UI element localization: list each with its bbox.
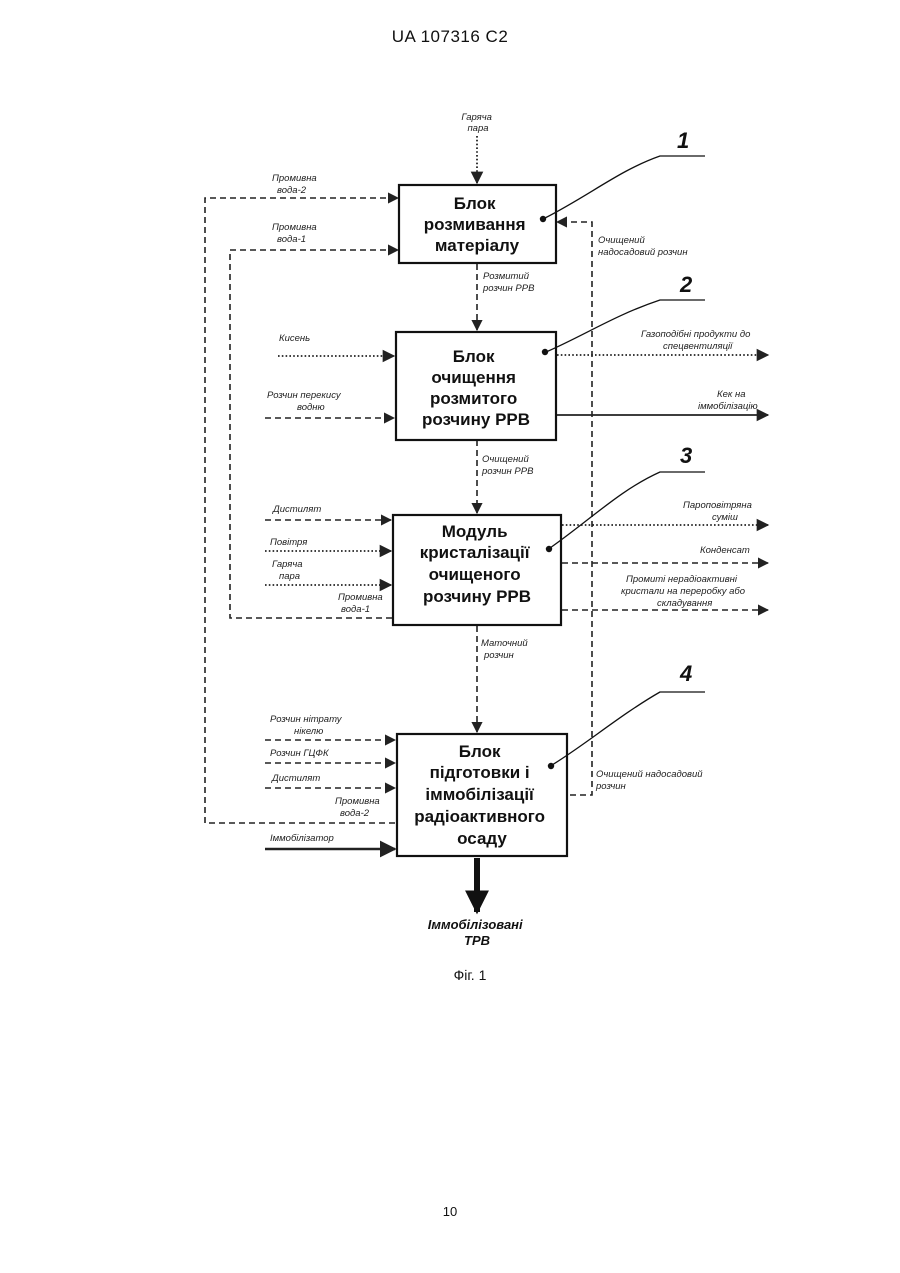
label-cake: Кек на іммобілізацію (698, 389, 758, 412)
label-wash-water-2-top: Промивна вода-2 (272, 173, 319, 196)
label-purified-supernatant-bottom: Очищений надосадовий розчин (595, 769, 705, 792)
label-air: Повітря (270, 537, 307, 548)
wash-water-1-loop (230, 250, 398, 618)
label-vapor-air: Пароповітряна суміш (683, 500, 755, 523)
label-washed-solution: Розмитий розчин РРВ (482, 271, 535, 294)
label-distillate-4: Дистилят (271, 773, 320, 784)
label-distillate-3: Дистилят (272, 504, 321, 515)
output-label: Іммобілізовані ТРВ (428, 917, 527, 948)
figure-caption: Фіг. 1 (454, 967, 487, 983)
label-wash-water-1-out: Промивна вода-1 (338, 592, 385, 615)
label-purified-solution: Очищений розчин РРВ (481, 454, 534, 477)
label-mother-liquor: Маточний розчин (481, 638, 530, 661)
ref-number-2: 2 (679, 272, 693, 297)
ref-leader-3 (550, 472, 705, 548)
block-1: Блок розмивання матеріалу (399, 185, 556, 263)
label-immobilizer: Іммобілізатор (270, 833, 334, 844)
label-hot-steam-3: Гаряча пара (272, 559, 305, 582)
label-nickel-nitrate: Розчин нітрату нікелю (270, 714, 344, 737)
reference-markers: 1 2 3 4 (540, 128, 705, 769)
label-peroxide: Розчин перекису водню (267, 390, 343, 413)
ref-dot-2 (542, 349, 548, 355)
ref-number-1: 1 (677, 128, 689, 153)
ref-dot-1 (540, 216, 546, 222)
block-4: Блок підготовки і іммобілізації радіоакт… (397, 734, 567, 856)
page-number: 10 (0, 1204, 900, 1219)
ref-leader-4 (552, 692, 705, 765)
ref-dot-4 (548, 763, 554, 769)
ref-number-3: 3 (680, 443, 692, 468)
label-purified-supernatant-top: Очищений надосадовий розчин (598, 235, 688, 258)
ref-dot-3 (546, 546, 552, 552)
label-gcfk: Розчин ГЦФК (270, 748, 330, 759)
label-hot-steam-top: Гаряча пара (461, 112, 494, 134)
supernatant-return-loop (557, 222, 592, 795)
ref-number-4: 4 (679, 661, 692, 686)
label-wash-water-2-out: Промивна вода-2 (335, 796, 382, 819)
ref-leader-1 (545, 156, 705, 218)
label-gas-products: Газоподібні продукти до спецвентиляції (641, 329, 753, 352)
label-wash-water-1-top: Промивна вода-1 (272, 222, 319, 245)
label-washed-crystals: Промиті нерадіоактивні кристали на перер… (621, 574, 748, 609)
label-oxygen: Кисень (279, 333, 310, 344)
block-2: Блок очищення розмитого розчину РРВ (396, 332, 556, 440)
block-3: Модуль кристалізації очищеного розчину Р… (393, 515, 561, 625)
label-condensate: Конденсат (700, 545, 750, 556)
